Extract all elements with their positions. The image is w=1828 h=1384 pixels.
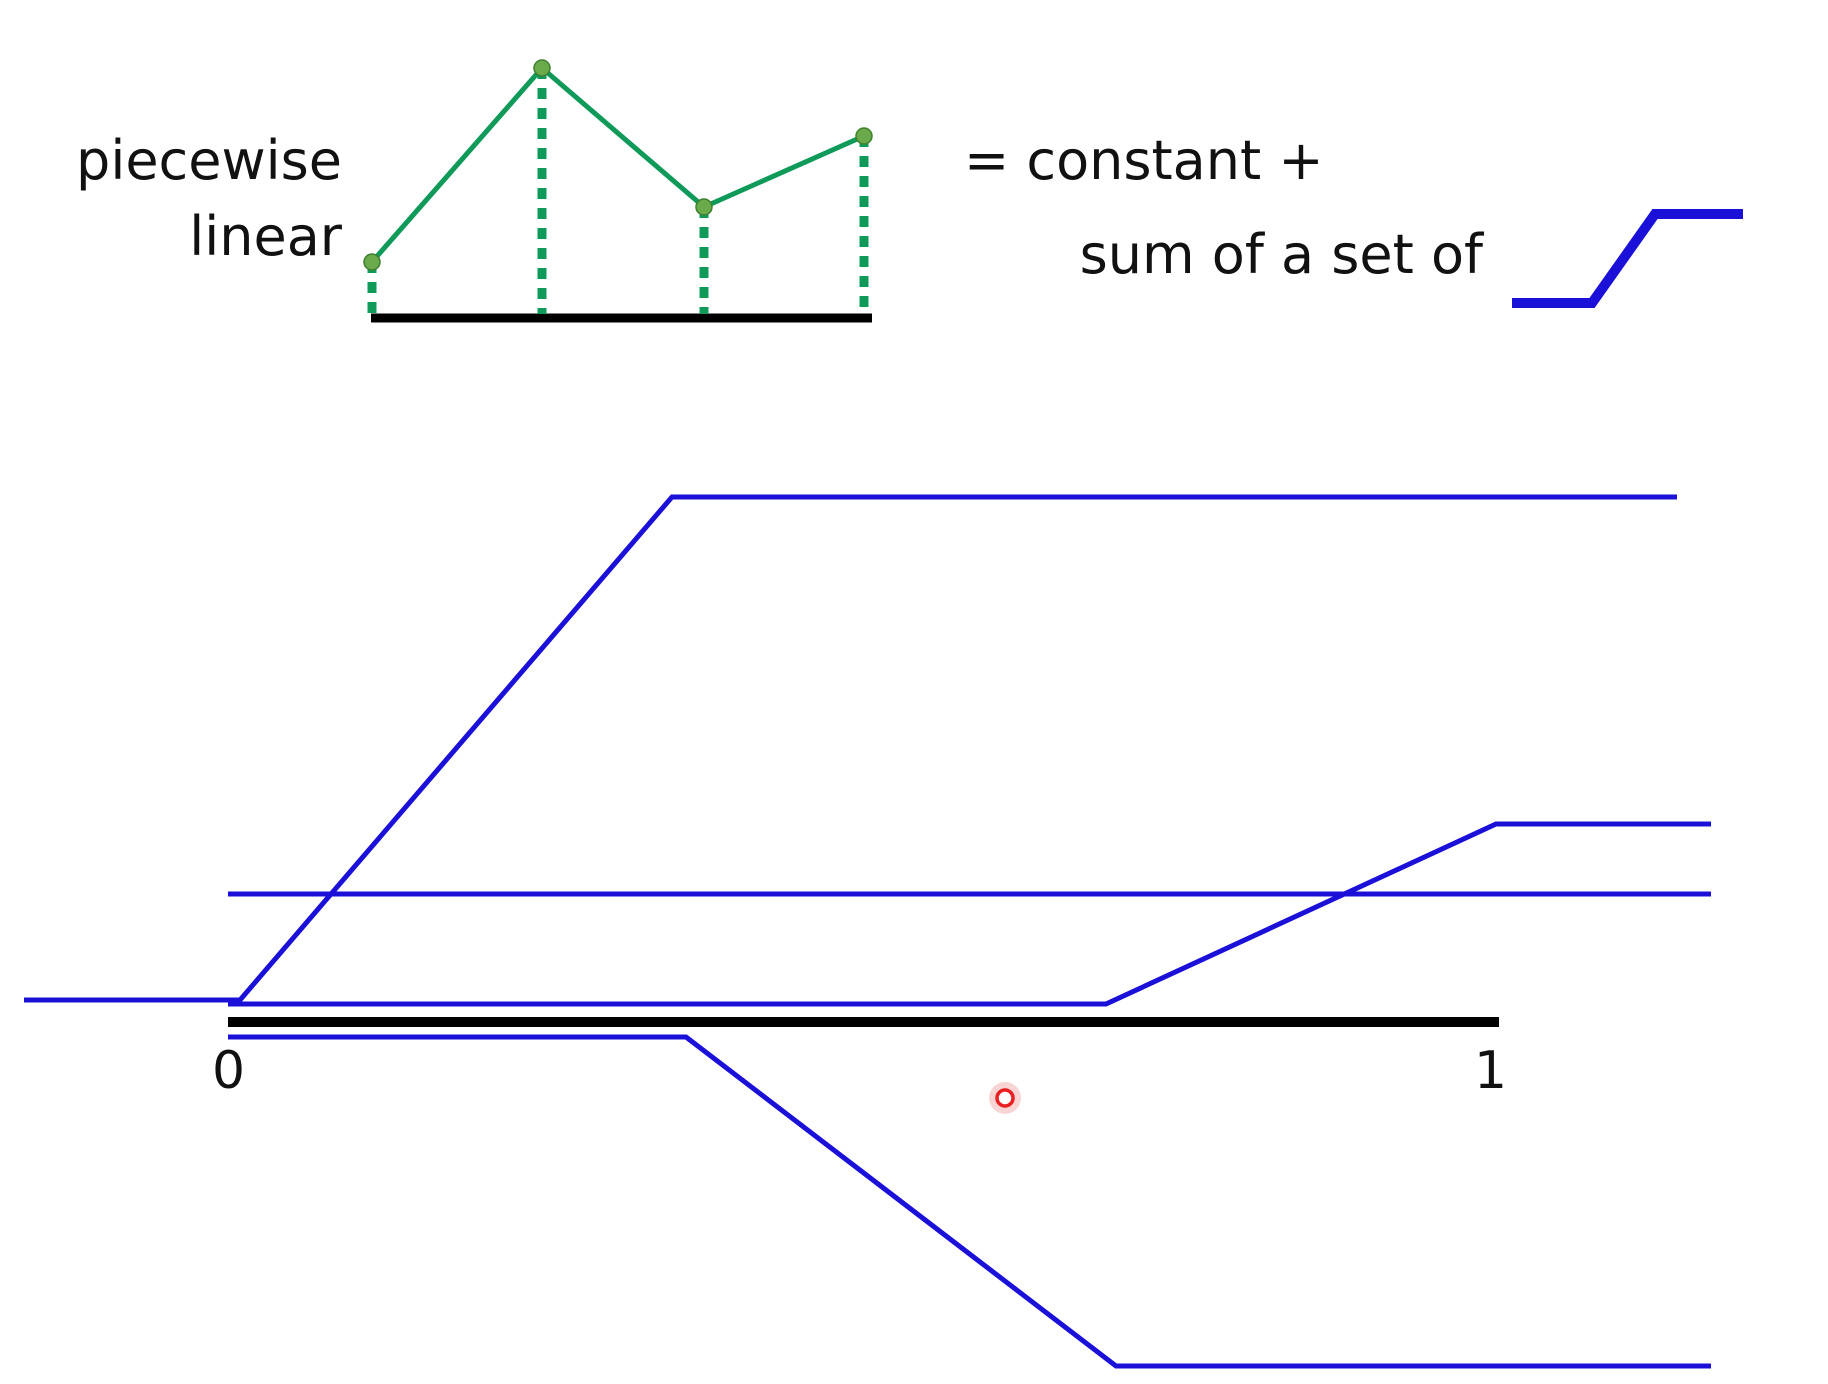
knot-point-3 (695, 198, 713, 216)
axis-one-label: 1 (1474, 1041, 1508, 1101)
ramp-function-1 (24, 494, 1677, 1003)
cursor-indicator (989, 1082, 1021, 1114)
main-diagram (24, 494, 1711, 1369)
linear-label: linear (189, 205, 342, 268)
equals-constant-label: = constant + (964, 129, 1324, 192)
ramp-function-2 (228, 821, 1711, 1007)
knot-points (363, 59, 873, 271)
example-dashed-verticals (367, 68, 869, 314)
axis-zero-label: 0 (212, 1041, 246, 1101)
sum-of-set-label: sum of a set of (1079, 223, 1483, 286)
ramp-icon (1512, 209, 1743, 308)
piecewise-linear-example (363, 59, 873, 323)
piecewise-label: piecewise (76, 129, 342, 192)
ramp-function-3 (228, 1034, 1711, 1369)
cursor-ring (995, 1088, 1015, 1108)
knot-point-4 (855, 127, 873, 145)
knot-point-2 (533, 59, 551, 77)
piecewise-linear-curve (370, 65, 866, 264)
knot-point-1 (363, 253, 381, 271)
